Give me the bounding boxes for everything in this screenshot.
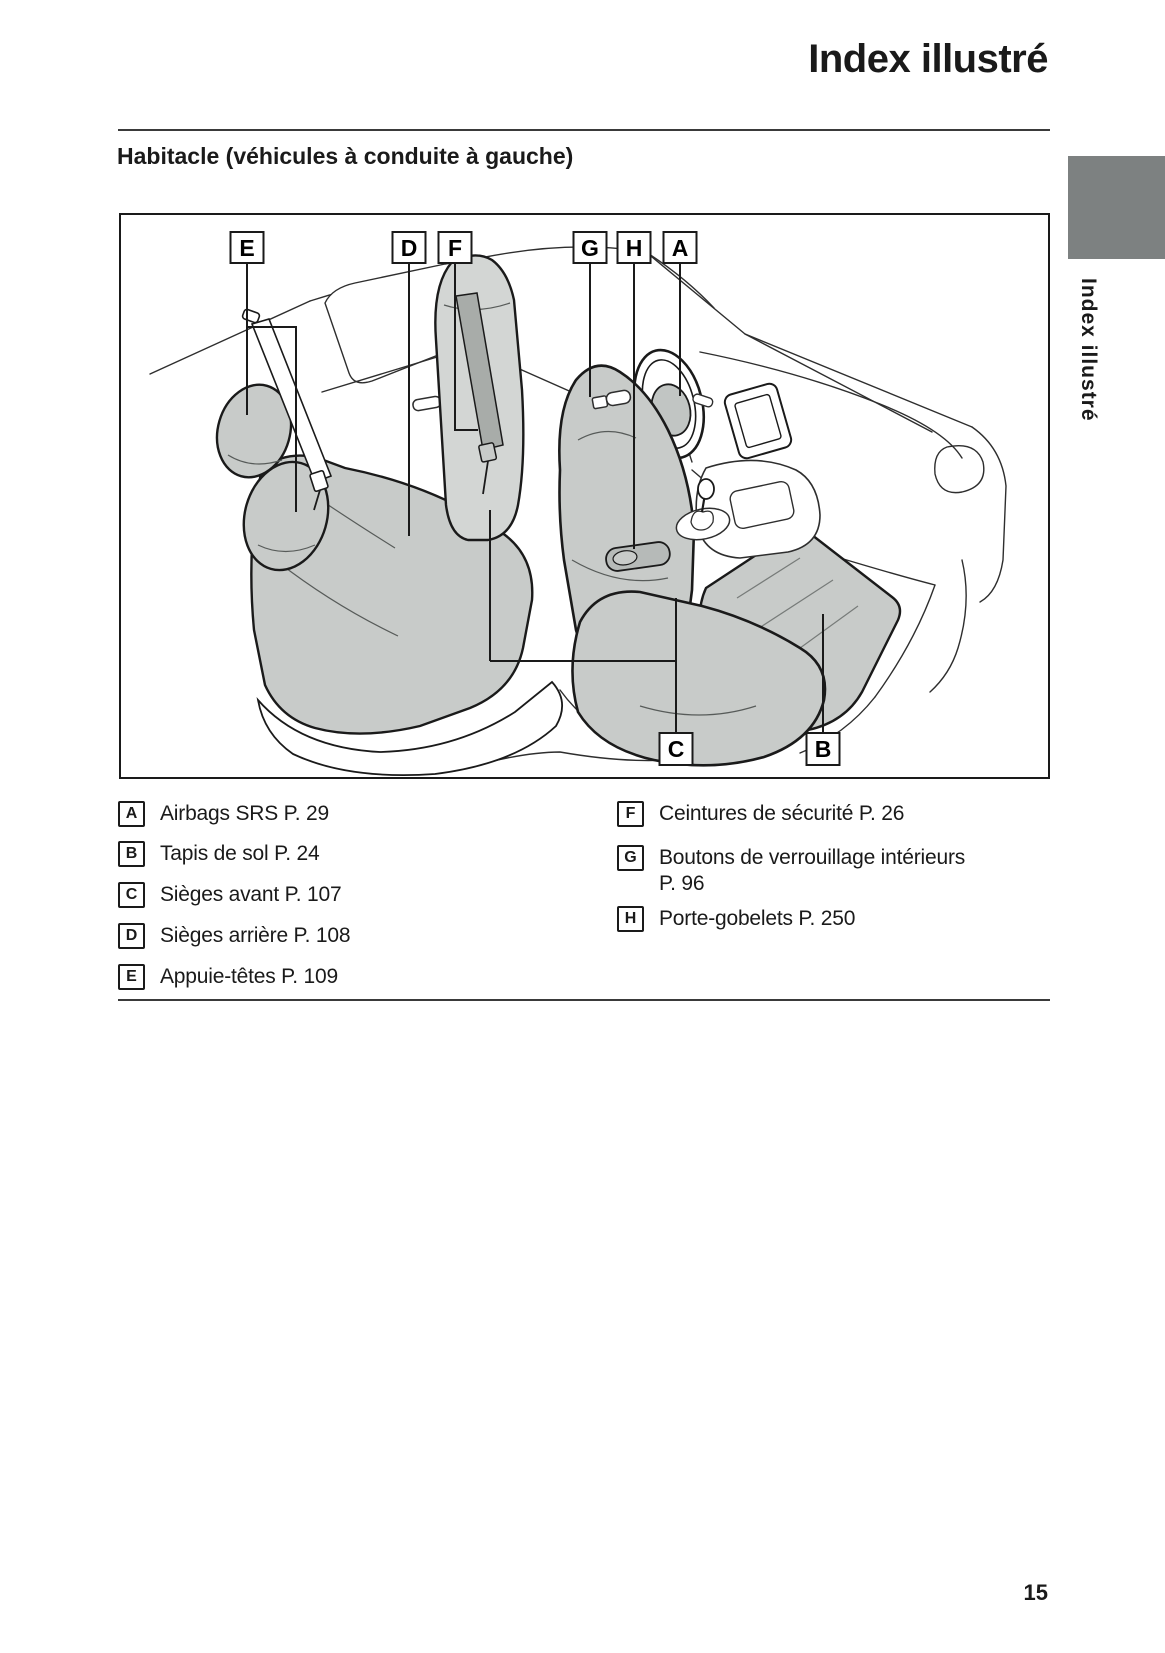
legend-key-e: E bbox=[118, 964, 145, 990]
callout-leader-lines bbox=[246, 263, 824, 733]
callout-h-letter: H bbox=[626, 235, 643, 261]
legend-row-g: G Boutons de verrouillage intérieurs P. 9… bbox=[617, 845, 965, 897]
legend-text-e: Appuie-têtes P. 109 bbox=[160, 965, 338, 988]
indicator-stalk bbox=[692, 393, 714, 408]
driver-seat-cushion bbox=[571, 590, 827, 767]
callout-d-letter: D bbox=[401, 235, 418, 261]
legend-key-b: B bbox=[118, 841, 145, 867]
callout-c: C bbox=[658, 732, 694, 766]
cup-holder bbox=[605, 541, 671, 572]
legend-key-c: C bbox=[118, 882, 145, 908]
page-title: Index illustré bbox=[808, 37, 1048, 81]
callout-g-letter: G bbox=[581, 235, 599, 261]
top-rule bbox=[118, 129, 1050, 131]
rear-headrest-inner bbox=[242, 460, 330, 572]
legend-text-d: Sièges arrière P. 108 bbox=[160, 924, 351, 947]
legend-key-d: D bbox=[118, 923, 145, 949]
legend-row-d: D Sièges arrière P. 108 bbox=[118, 923, 351, 949]
interior-illustration-svg: E D F G H A C bbox=[119, 213, 1050, 779]
chapter-tab-label: Index illustré bbox=[1077, 278, 1100, 422]
legend-key-g: G bbox=[617, 845, 644, 871]
chapter-tab bbox=[1068, 156, 1165, 259]
callout-a: A bbox=[662, 231, 698, 264]
callout-c-letter: C bbox=[668, 736, 685, 762]
legend-text-g-line2: P. 96 bbox=[659, 872, 705, 895]
callout-e-letter: E bbox=[239, 235, 254, 261]
legend-text-a: Airbags SRS P. 29 bbox=[160, 802, 329, 825]
rear-bench-cushion bbox=[256, 680, 563, 776]
rear-seatbelt bbox=[250, 318, 333, 484]
center-console bbox=[695, 459, 821, 559]
dashboard-top-edge bbox=[699, 351, 963, 459]
legend-key-f: F bbox=[617, 801, 644, 827]
callout-d: D bbox=[391, 231, 427, 264]
callout-a-letter: A bbox=[672, 235, 689, 261]
legend-text-c: Sièges avant P. 107 bbox=[160, 883, 342, 906]
legend-row-f: F Ceintures de sécurité P. 26 bbox=[617, 801, 904, 827]
legend-row-a: A Airbags SRS P. 29 bbox=[118, 801, 329, 827]
callout-labels: E D F G H A C bbox=[229, 231, 841, 766]
callout-h: H bbox=[616, 231, 652, 264]
callout-b: B bbox=[805, 732, 841, 766]
dashboard-display bbox=[723, 382, 793, 460]
legend-key-a: A bbox=[118, 801, 145, 827]
callout-g: G bbox=[572, 231, 608, 264]
legend-key-h: H bbox=[617, 906, 644, 932]
callout-b-letter: B bbox=[815, 736, 832, 762]
legend-text-h: Porte-gobelets P. 250 bbox=[659, 907, 856, 930]
door-lock-knob bbox=[591, 389, 632, 410]
legend-text-g-line1: Boutons de verrouillage intérieurs bbox=[659, 846, 966, 869]
legend-row-b: B Tapis de sol P. 24 bbox=[118, 841, 320, 867]
callout-f: F bbox=[437, 231, 473, 264]
section-heading: Habitacle (véhicules à conduite à gauche… bbox=[117, 143, 574, 169]
gear-shifter bbox=[675, 478, 731, 541]
front-seatbelt bbox=[455, 292, 504, 451]
legend-row-e: E Appuie-têtes P. 109 bbox=[118, 964, 338, 990]
legend-text-g: Boutons de verrouillage intérieurs P. 96 bbox=[659, 845, 965, 897]
legend-row-h: H Porte-gobelets P. 250 bbox=[617, 906, 855, 932]
bottom-rule bbox=[118, 999, 1050, 1001]
legend-text-b: Tapis de sol P. 24 bbox=[160, 842, 320, 865]
callout-e: E bbox=[229, 231, 265, 264]
front-passenger-seat bbox=[434, 254, 525, 542]
seatbelt-buckle bbox=[478, 442, 498, 463]
legend-row-c: C Sièges avant P. 107 bbox=[118, 882, 342, 908]
page-number: 15 bbox=[1023, 1580, 1048, 1605]
callout-f-letter: F bbox=[448, 235, 462, 261]
rear-headrest-outer bbox=[215, 383, 293, 479]
legend-text-f: Ceintures de sécurité P. 26 bbox=[659, 802, 905, 825]
interior-illustration: E D F G H A C bbox=[119, 213, 1050, 779]
